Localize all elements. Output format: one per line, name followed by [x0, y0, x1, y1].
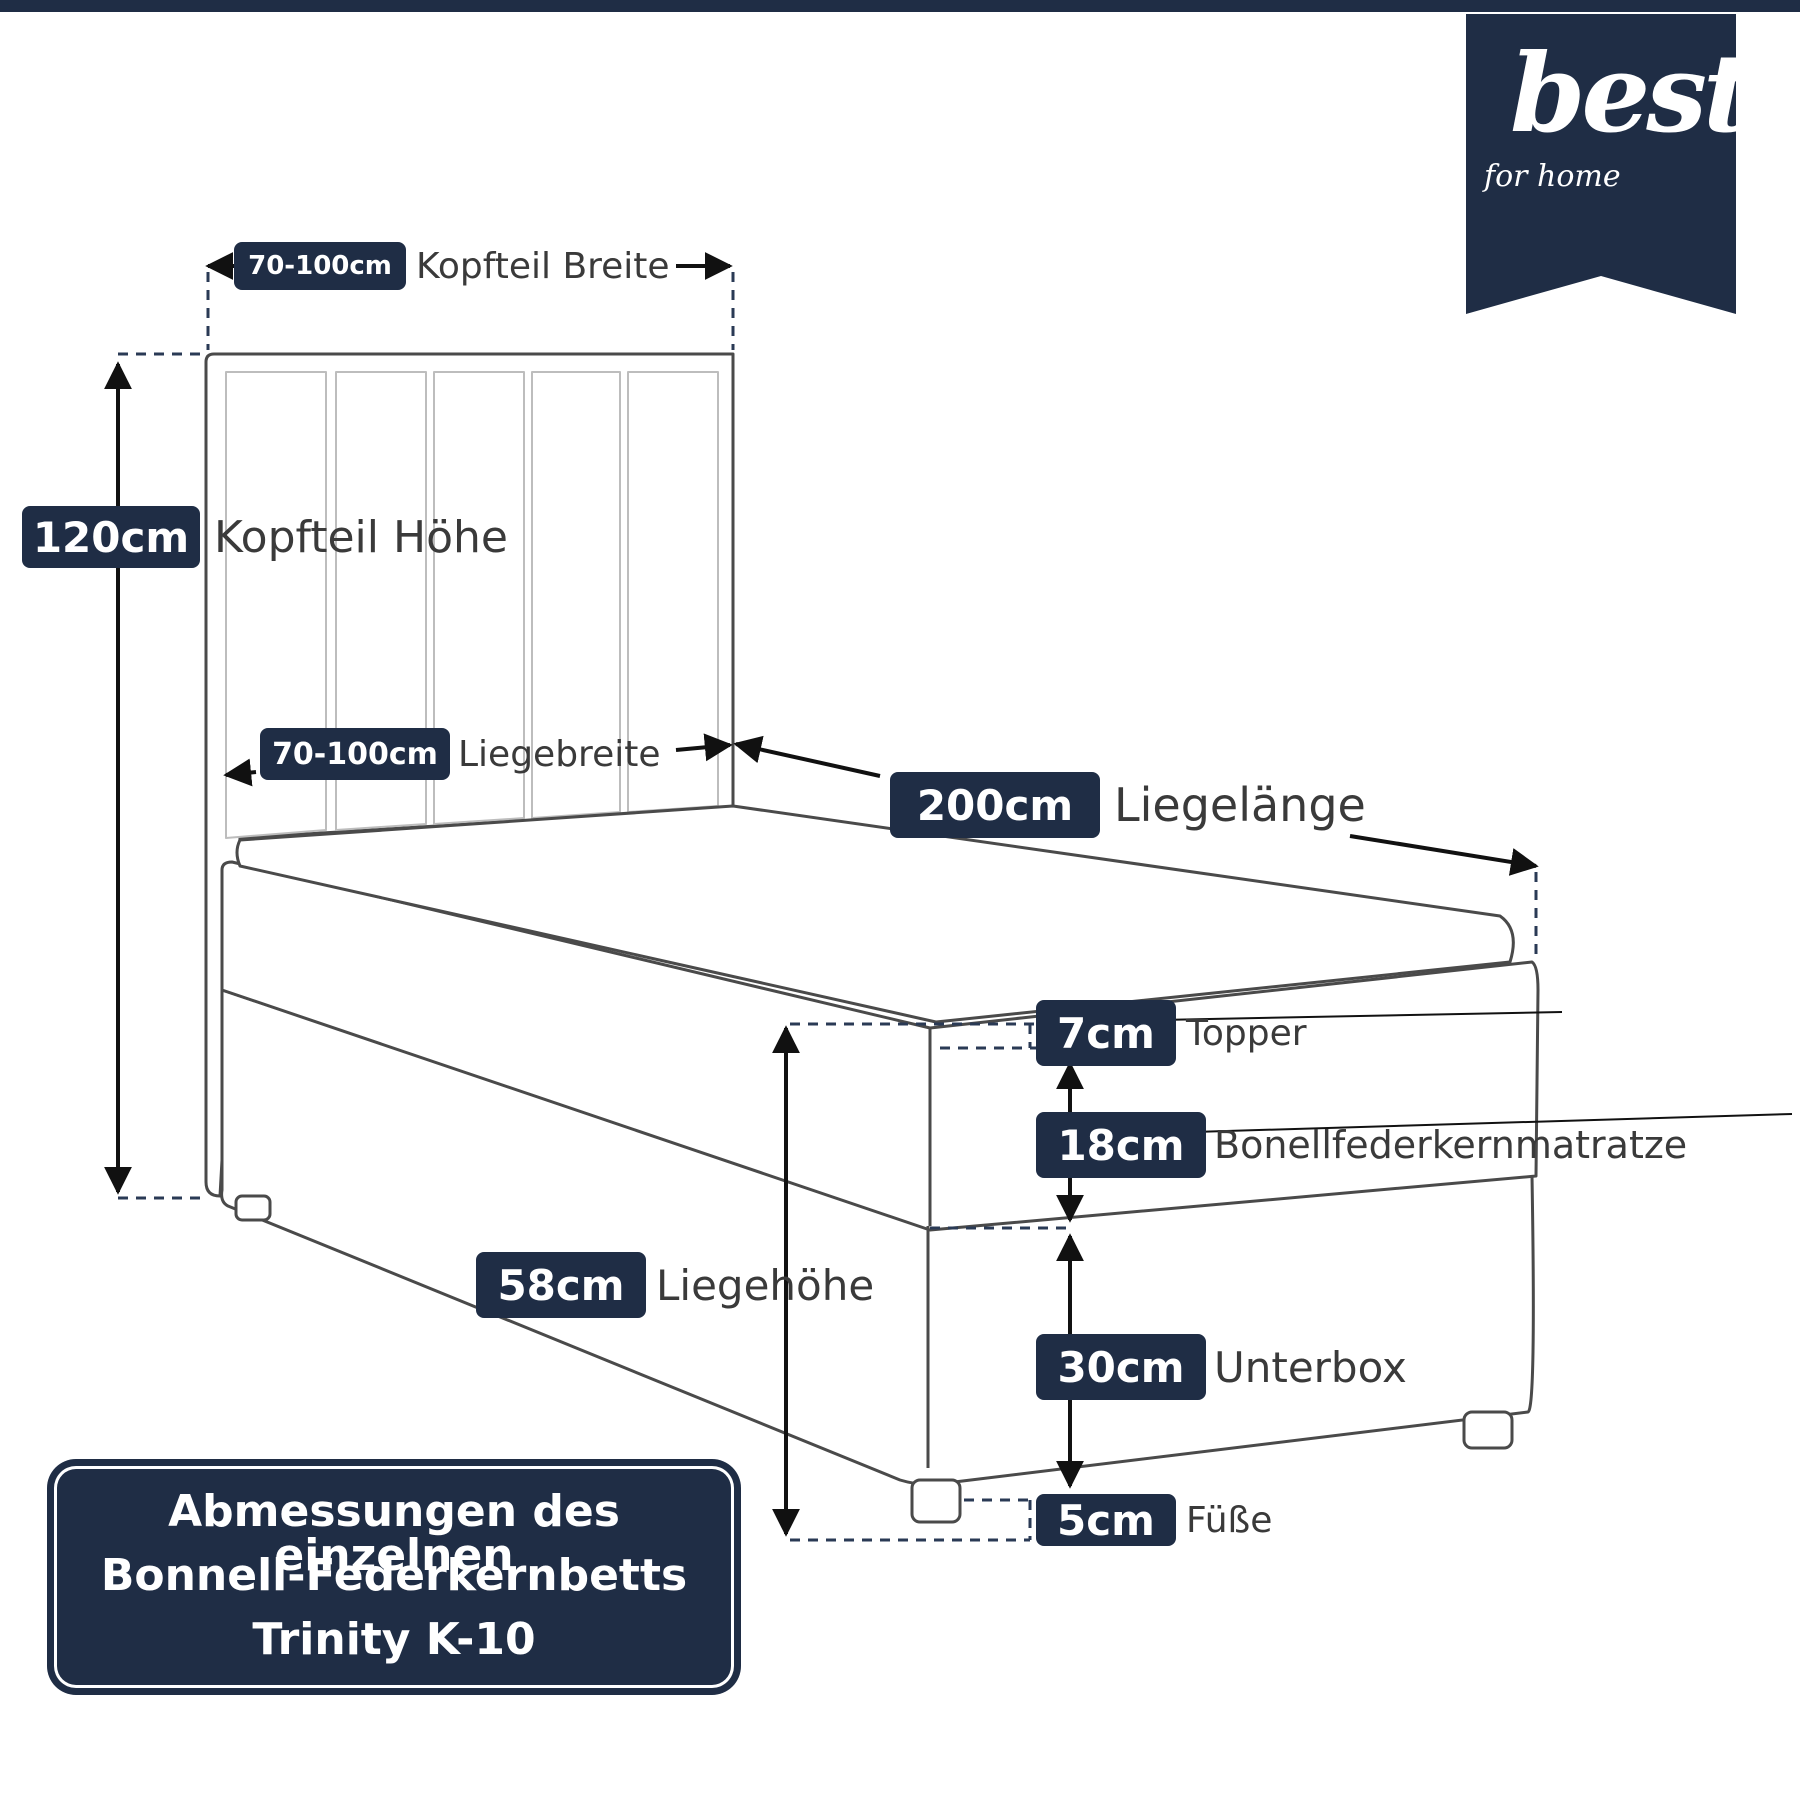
- topper-label: Topper: [1186, 1012, 1307, 1054]
- sleeping-height-value: 58cm: [476, 1252, 646, 1318]
- product-title-box: Abmessungen des einzelnen Bonnell-Federk…: [54, 1466, 734, 1688]
- sleeping-width-arrow: [223, 758, 257, 787]
- box-label: Unterbox: [1214, 1342, 1407, 1392]
- box-value: 30cm: [1036, 1334, 1206, 1400]
- headboard-height-label: Kopfteil Höhe: [214, 511, 508, 563]
- title-line-3: Trinity K-10: [252, 1614, 536, 1665]
- sleeping-length-value: 200cm: [890, 772, 1100, 838]
- top-bar: [0, 0, 1800, 12]
- headboard-panel: [335, 371, 427, 831]
- logo-text: best: [1510, 31, 1753, 157]
- title-line-2: Bonnell-Federkernbetts: [100, 1550, 688, 1601]
- headboard-height-value: 120cm: [22, 506, 200, 568]
- feet-label: Füße: [1186, 1499, 1273, 1541]
- title-line-1: Abmessungen des einzelnen: [168, 1486, 620, 1581]
- headboard-panel: [433, 371, 525, 825]
- sleeping-height-label: Liegehöhe: [656, 1260, 875, 1310]
- headboard-width-value: 70-100cm: [234, 242, 406, 290]
- mattress-value: 18cm: [1036, 1112, 1206, 1178]
- sleeping-width-value: 70-100cm: [260, 728, 450, 780]
- mattress: [220, 860, 1540, 1232]
- logo-subtext: for home: [1484, 159, 1621, 194]
- headboard-panel: [531, 371, 621, 819]
- feet-value: 5cm: [1036, 1494, 1176, 1546]
- foot: [234, 1194, 272, 1222]
- mattress-label: Bonellfederkernmatratze: [1214, 1123, 1688, 1167]
- foot: [1462, 1410, 1514, 1450]
- sleeping-length-arrow: [733, 735, 881, 778]
- sleeping-width-label: Liegebreite: [458, 733, 661, 775]
- sleeping-length-label: Liegelänge: [1114, 778, 1366, 832]
- foot: [910, 1478, 962, 1524]
- topper-value: 7cm: [1036, 1000, 1176, 1066]
- headboard-width-label: Kopfteil Breite: [416, 245, 670, 287]
- topper: [235, 804, 1515, 1024]
- headboard-panel: [225, 371, 327, 839]
- brand-logo: [1466, 14, 1736, 314]
